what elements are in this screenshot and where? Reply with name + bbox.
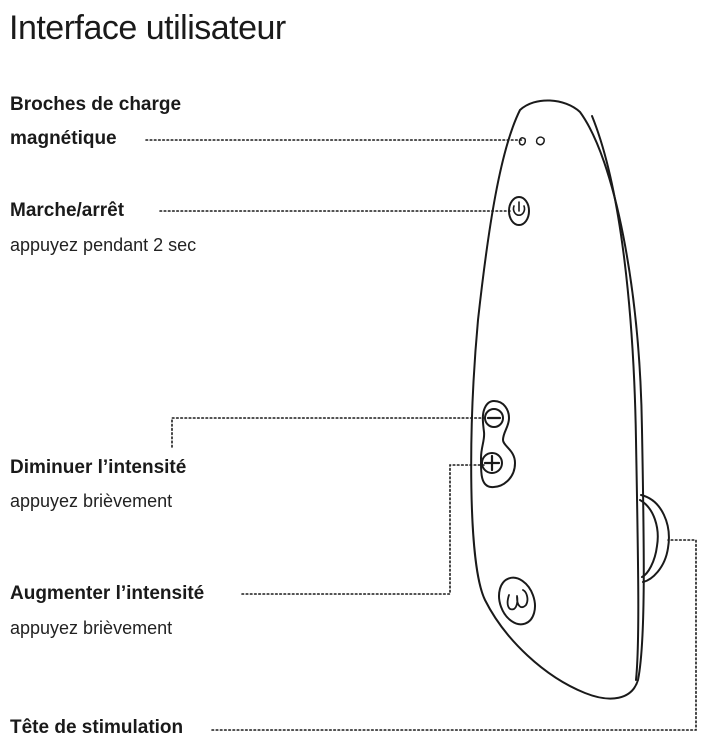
intensity-button-outline bbox=[479, 400, 516, 489]
stimulation-head-inner bbox=[639, 499, 659, 578]
intensity-buttons bbox=[479, 400, 516, 489]
power-hint: appuyez pendant 2 sec bbox=[10, 235, 197, 255]
logo-button bbox=[498, 576, 536, 626]
power-button bbox=[508, 196, 530, 226]
logo-icon bbox=[506, 589, 529, 611]
leader-head bbox=[211, 539, 697, 731]
charging-pin-icon bbox=[535, 136, 545, 146]
decrease-hint: appuyez brièvement bbox=[10, 491, 173, 511]
minus-button bbox=[484, 408, 504, 428]
head-label: Tête de stimulation bbox=[10, 711, 190, 744]
power-label: Marche/arrêt bbox=[10, 194, 131, 227]
charging-pin-icon bbox=[518, 137, 526, 146]
plus-button bbox=[481, 452, 503, 474]
device-body bbox=[470, 99, 645, 700]
plus-icon bbox=[483, 454, 501, 472]
device-side-edge bbox=[591, 115, 640, 681]
leader-increase bbox=[241, 464, 485, 595]
page-title: Interface utilisateur bbox=[9, 9, 286, 47]
decrease-label: Diminuer l’intensité bbox=[10, 451, 193, 484]
charging-pins-label-2: magnétique bbox=[10, 122, 123, 155]
charging-pins-label-1: Broches de charge bbox=[10, 88, 188, 121]
increase-label: Augmenter l’intensité bbox=[10, 577, 211, 610]
power-icon bbox=[512, 205, 526, 216]
increase-hint: appuyez brièvement bbox=[10, 618, 173, 638]
leader-decrease bbox=[171, 417, 487, 448]
stimulation-head bbox=[640, 494, 670, 583]
